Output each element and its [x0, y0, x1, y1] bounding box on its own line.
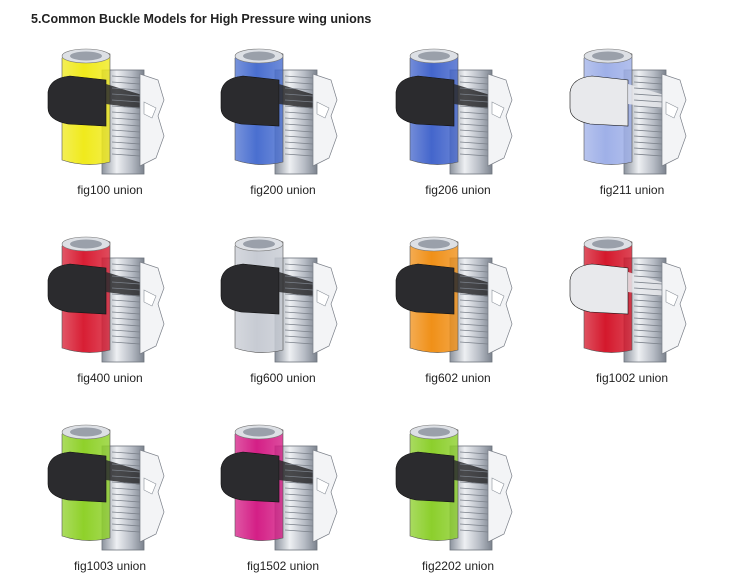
union-image — [395, 424, 513, 551]
union-image — [47, 236, 165, 363]
union-image — [395, 236, 513, 363]
union-image — [220, 424, 338, 551]
union-item: fig1002 union — [557, 228, 707, 398]
union-image — [569, 236, 687, 363]
union-item: fig600 union — [208, 228, 358, 398]
union-image — [395, 48, 513, 175]
union-item: fig400 union — [35, 228, 185, 398]
union-item: fig206 union — [383, 40, 533, 210]
union-item: fig200 union — [208, 40, 358, 210]
union-caption: fig1502 union — [246, 559, 320, 573]
union-caption: fig2202 union — [421, 559, 495, 573]
union-image — [220, 236, 338, 363]
union-caption: fig200 union — [250, 183, 316, 197]
union-caption: fig400 union — [77, 371, 143, 385]
union-caption: fig100 union — [77, 183, 143, 197]
union-caption: fig206 union — [425, 183, 491, 197]
union-caption: fig602 union — [425, 371, 491, 385]
union-item: fig1003 union — [35, 416, 185, 586]
union-item: fig1502 union — [208, 416, 358, 586]
union-caption: fig1002 union — [595, 371, 669, 385]
union-image — [220, 48, 338, 175]
union-image — [569, 48, 687, 175]
union-caption: fig211 union — [599, 183, 665, 197]
union-item: fig100 union — [35, 40, 185, 210]
union-item: fig602 union — [383, 228, 533, 398]
union-image — [47, 48, 165, 175]
union-item: fig2202 union — [383, 416, 533, 586]
page-title: 5.Common Buckle Models for High Pressure… — [31, 12, 372, 26]
union-image — [47, 424, 165, 551]
union-caption: fig1003 union — [73, 559, 147, 573]
union-item: fig211 union — [557, 40, 707, 210]
union-caption: fig600 union — [250, 371, 316, 385]
